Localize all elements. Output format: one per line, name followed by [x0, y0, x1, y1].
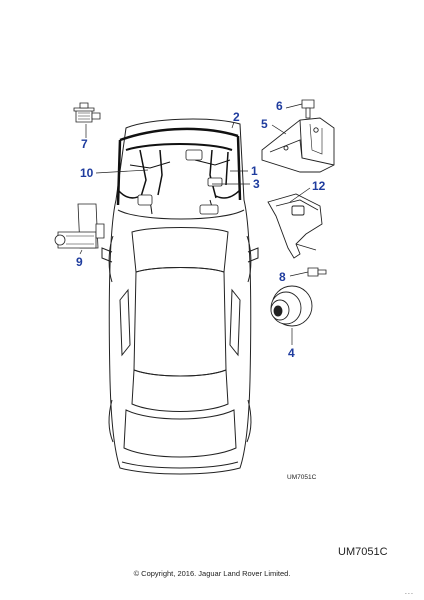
copyright-notice: © Copyright, 2016. Jaguar Land Rover Lim…	[133, 569, 291, 578]
callout-7: 7	[81, 137, 88, 151]
corner-mark: - - -	[405, 591, 413, 597]
inner-drawing-code: UM7051C	[287, 474, 317, 481]
drawing-code: UM7051C	[338, 546, 388, 558]
callout-3: 3	[253, 177, 260, 191]
engine-harness	[116, 127, 242, 215]
callout-6: 6	[276, 99, 283, 113]
screw-part-8	[307, 267, 327, 277]
callout-1: 1	[251, 164, 258, 178]
callout-labels: 1 2 3 4 5 6 7 8 9 10 12	[76, 99, 326, 360]
connector-part-9	[54, 203, 105, 249]
callout-2: 2	[233, 110, 240, 124]
callout-12: 12	[312, 179, 326, 193]
screw-part-6	[301, 99, 315, 119]
grommet-part-4	[270, 285, 313, 327]
engine-components	[137, 149, 223, 215]
leader-lines	[79, 103, 311, 345]
callout-5: 5	[261, 117, 268, 131]
bolt-part-7	[73, 102, 101, 123]
callout-4: 4	[288, 346, 295, 360]
callout-8: 8	[279, 270, 286, 284]
callout-10: 10	[80, 166, 94, 180]
bracket-part-12	[267, 193, 323, 259]
callout-9: 9	[76, 255, 83, 269]
car-outline	[101, 118, 259, 475]
bracket-part-5	[261, 117, 335, 173]
